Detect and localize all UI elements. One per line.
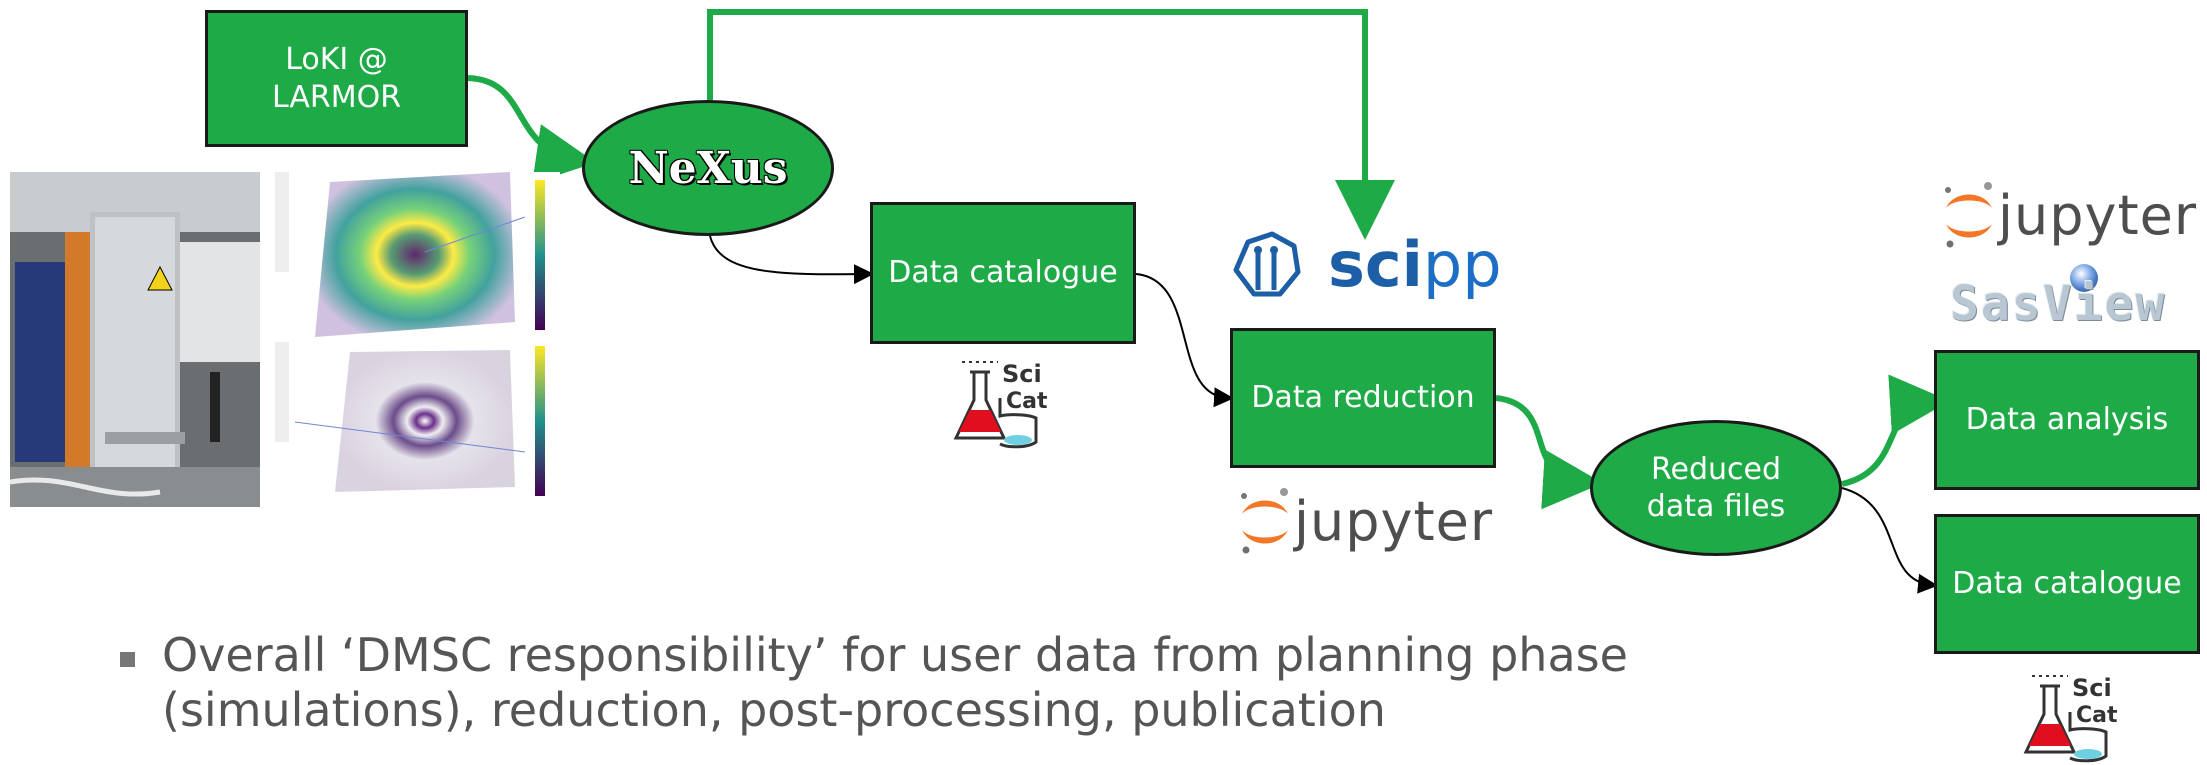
jupyter-logo-right: jupyter — [1940, 180, 2197, 250]
scipp-pp-text: pp — [1422, 228, 1502, 301]
arrow-loki-to-nexus — [467, 75, 596, 184]
instrument-photo — [10, 172, 260, 507]
svg-text:Sci: Sci — [1002, 360, 1042, 388]
svg-text:Cat: Cat — [1006, 389, 1048, 414]
nexus-ellipse: NeXus — [582, 100, 834, 236]
sasview-text: SasView — [1950, 276, 2167, 332]
bullet-text: Overall ‘DMSC responsibility’ for user d… — [162, 628, 1628, 738]
arrow-nexus-to-catalogue — [709, 235, 874, 285]
reduced-data-files-ellipse: Reduced data files — [1590, 420, 1842, 556]
arrow-catalogue-to-reduction — [1135, 273, 1234, 408]
data-reduction-box: Data reduction — [1230, 328, 1496, 468]
scipp-icon — [1233, 231, 1301, 296]
jupyter-icon — [1241, 488, 1288, 554]
sasview-sphere-icon — [2070, 264, 2098, 292]
loki-larmor-box: LoKI @ LARMOR — [205, 10, 468, 147]
svg-text:Cat: Cat — [2076, 703, 2118, 728]
arrow-nexus-to-scipp — [707, 9, 1395, 240]
scipp-logo: sci pp — [1228, 228, 1502, 301]
svg-text:Sci: Sci — [2072, 674, 2112, 702]
scicat-logo-middle: Sci Cat — [953, 360, 1048, 449]
jupyter-text: jupyter — [1998, 183, 2198, 247]
jupyter-logo-middle: jupyter — [1236, 486, 1493, 556]
arrow-reduced-to-catalogue — [1841, 487, 1938, 594]
jupyter-icon — [1945, 182, 1992, 248]
data-catalogue-box-2: Data catalogue — [1934, 514, 2200, 654]
sasview-logo: SasView — [1950, 258, 2200, 338]
data-catalogue-box-1: Data catalogue — [870, 202, 1136, 344]
nexus-label: NeXus — [628, 142, 788, 194]
jupyter-text: jupyter — [1294, 489, 1494, 553]
detector-plot-top — [275, 172, 560, 342]
scicat-logo-right: Sci Cat — [2023, 674, 2118, 763]
detector-plot-bottom — [275, 342, 560, 507]
arrow-reduction-to-reduced — [1495, 395, 1603, 510]
scipp-sci-text: sci — [1328, 228, 1423, 301]
data-analysis-box: Data analysis — [1934, 350, 2200, 490]
bullet-marker — [120, 652, 135, 667]
arrow-reduced-to-analysis — [1841, 374, 1950, 487]
